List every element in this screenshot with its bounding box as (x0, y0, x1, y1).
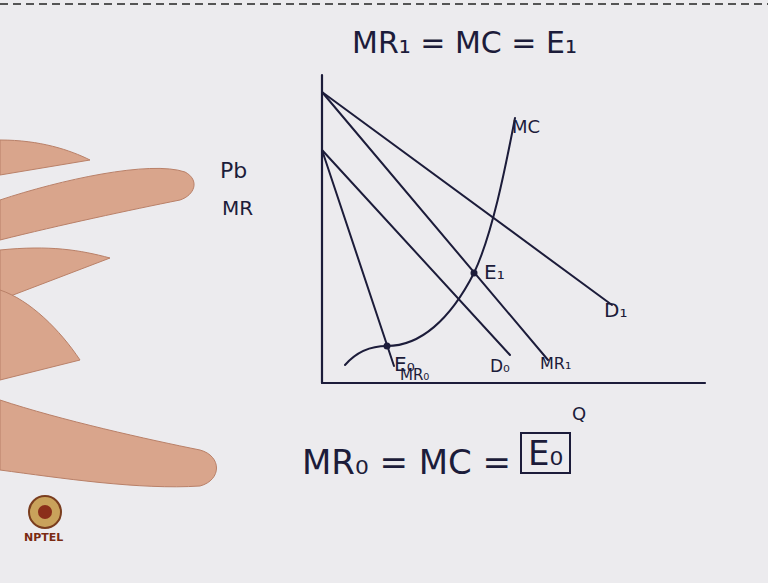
axis-label: Q (572, 405, 586, 423)
curves (322, 92, 612, 366)
axis-label: MR (222, 198, 253, 218)
curve-label: MR₁ (540, 356, 571, 372)
mr0-line (322, 150, 394, 366)
top-equation: MR₁ = MC = E₁ (352, 28, 577, 58)
hand (0, 140, 217, 487)
logo-text: NPTEL (24, 532, 63, 543)
curve-label: D₁ (604, 300, 627, 320)
mr1-line (322, 92, 548, 360)
point-e1 (471, 270, 478, 277)
paper-edge (0, 3, 768, 5)
mc-curve (345, 118, 515, 365)
boxed-term: E₀ (520, 432, 571, 474)
point-label: E₁ (484, 262, 505, 282)
curve-label: MC (512, 118, 540, 136)
bottom-equation: MR₀ = MC = (302, 445, 511, 479)
point-e0 (384, 343, 391, 350)
curve-label: D₀ (490, 358, 510, 375)
axis-label: Pb (220, 160, 247, 182)
axes (322, 75, 705, 383)
curve-label: MR₀ (400, 368, 429, 383)
nptel-logo (29, 496, 61, 528)
